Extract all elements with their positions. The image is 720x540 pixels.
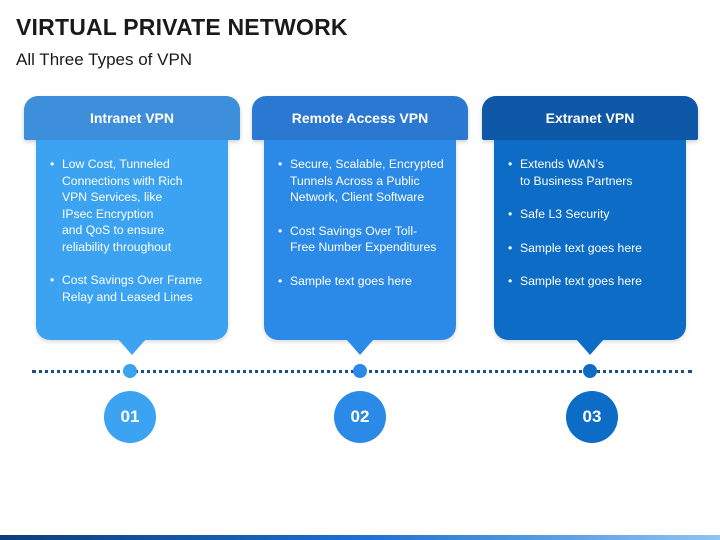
bullet-item: Extends WAN’s to Business Partners bbox=[508, 156, 676, 189]
bullet-list: Secure, Scalable, Encrypted Tunnels Acro… bbox=[264, 140, 456, 289]
bullet-list: Low Cost, Tunneled Connections with Rich… bbox=[36, 140, 228, 305]
bullet-text: Sample text goes here bbox=[520, 274, 642, 288]
card-pointer bbox=[346, 339, 374, 355]
bullet-text: Extends WAN’s to Business Partners bbox=[520, 157, 633, 188]
bullet-item: Sample text goes here bbox=[278, 273, 446, 290]
timeline-node-2 bbox=[353, 364, 367, 378]
bullet-text: Safe L3 Security bbox=[520, 207, 610, 221]
bullet-item: Low Cost, Tunneled Connections with Rich… bbox=[50, 156, 218, 255]
card-intranet-vpn: Intranet VPN Low Cost, Tunneled Connecti… bbox=[24, 96, 240, 360]
bullet-list: Extends WAN’s to Business Partners Safe … bbox=[494, 140, 686, 290]
bullet-item: Sample text goes here bbox=[508, 273, 676, 290]
footer-gradient-bar bbox=[0, 535, 720, 540]
bullet-text: Sample text goes here bbox=[520, 240, 642, 255]
card-body-extranet: Extends WAN’s to Business Partners Safe … bbox=[494, 140, 686, 340]
card-header-extranet: Extranet VPN bbox=[482, 96, 698, 140]
bullet-text: Sample text goes here bbox=[290, 273, 412, 288]
card-header-intranet: Intranet VPN bbox=[24, 96, 240, 140]
card-header-remote-access: Remote Access VPN bbox=[252, 96, 468, 140]
page-subtitle: All Three Types of VPN bbox=[16, 50, 193, 69]
step-number-1: 01 bbox=[104, 391, 156, 443]
card-remote-access-vpn: Remote Access VPN Secure, Scalable, Encr… bbox=[252, 96, 468, 360]
timeline-node-1 bbox=[123, 364, 137, 378]
timeline-node-3 bbox=[583, 364, 597, 378]
bullet-item: Sample text goes here bbox=[508, 240, 676, 257]
bullet-text: Cost Savings Over Frame Relay and Leased… bbox=[62, 273, 203, 304]
page-title: VIRTUAL PRIVATE NETWORK bbox=[16, 14, 348, 40]
bullet-item: Secure, Scalable, Encrypted Tunnels Acro… bbox=[278, 156, 446, 206]
step-number-2: 02 bbox=[334, 391, 386, 443]
card-body-intranet: Low Cost, Tunneled Connections with Rich… bbox=[36, 140, 228, 340]
bullet-item: Safe L3 Security bbox=[508, 206, 676, 223]
card-body-remote-access: Secure, Scalable, Encrypted Tunnels Acro… bbox=[264, 140, 456, 340]
card-extranet-vpn: Extranet VPN Extends WAN’s to Business P… bbox=[482, 96, 698, 360]
bullet-item: Cost Savings Over Toll- Free Number Expe… bbox=[278, 223, 446, 256]
card-pointer bbox=[576, 339, 604, 355]
bullet-text: Low Cost, Tunneled Connections with Rich… bbox=[62, 157, 183, 254]
bullet-item: Cost Savings Over Frame Relay and Leased… bbox=[50, 272, 218, 305]
card-pointer bbox=[118, 339, 146, 355]
bullet-text: Cost Savings Over Toll- Free Number Expe… bbox=[290, 223, 437, 255]
step-number-3: 03 bbox=[566, 391, 618, 443]
bullet-text: Secure, Scalable, Encrypted Tunnels Acro… bbox=[290, 157, 444, 204]
